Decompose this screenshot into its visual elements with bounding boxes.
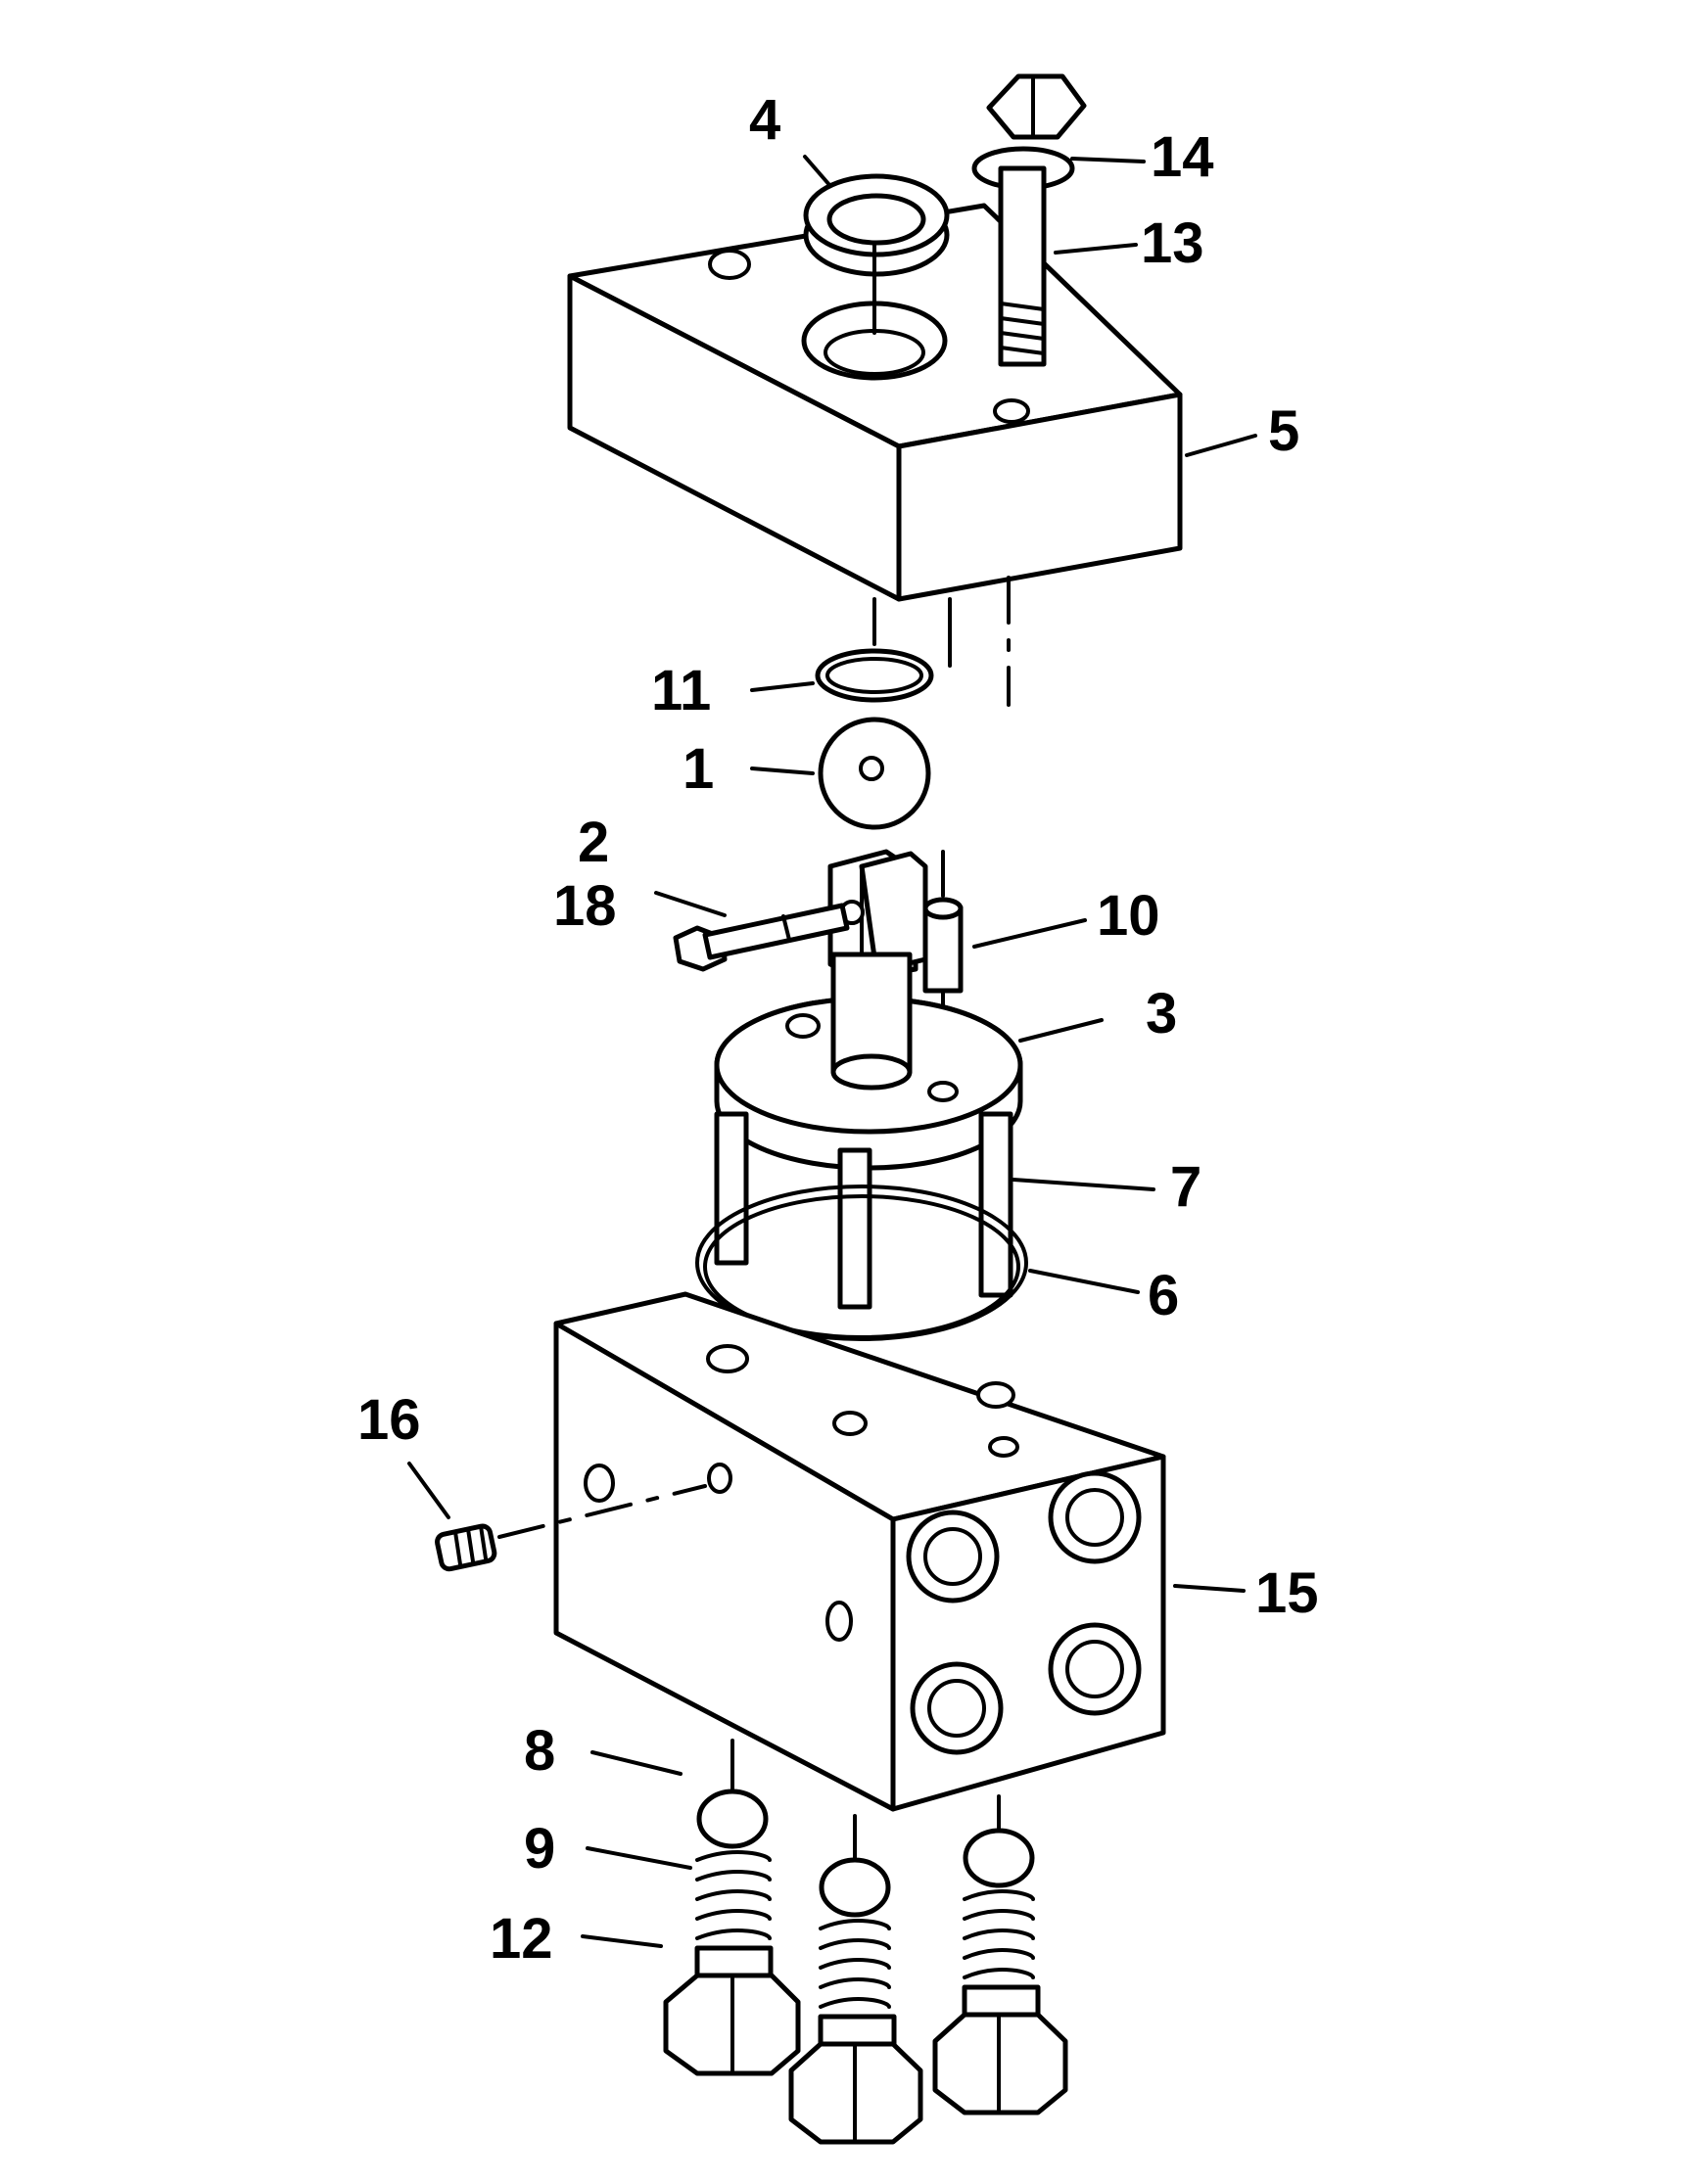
- callout-6: 6: [1148, 1264, 1179, 1327]
- check-valve-right: [932, 1828, 1068, 2115]
- callout-13: 13: [1141, 211, 1204, 275]
- callout-2: 2: [578, 811, 609, 874]
- callout-14: 14: [1151, 125, 1214, 189]
- callout-7: 7: [1170, 1155, 1201, 1219]
- callout-18: 18: [553, 874, 617, 938]
- seal-ring-part-6: [695, 1185, 1028, 1341]
- callout-9: 9: [524, 1817, 555, 1881]
- guide-rods-part-7: [714, 1111, 1013, 1310]
- leader-lines: [407, 155, 1257, 1948]
- bolt-part-13: [971, 73, 1087, 367]
- set-screw-part-16: [435, 1484, 707, 1572]
- o-ring-part-11: [815, 648, 934, 703]
- seal-ring-part-4: [803, 173, 950, 335]
- callout-3: 3: [1146, 982, 1177, 1046]
- check-valve-left: [663, 1789, 801, 2076]
- callout-16: 16: [357, 1388, 421, 1452]
- valve-body-part-15: [553, 1291, 1166, 1812]
- callout-labels: 4 14 13 5 11 1 2 18 10 3 7 6 16 15 8 9 1…: [357, 88, 1319, 1971]
- callout-12: 12: [490, 1907, 553, 1971]
- callout-10: 10: [1097, 884, 1160, 948]
- check-valve-center: [788, 1857, 923, 2145]
- callout-15: 15: [1255, 1561, 1319, 1625]
- disc-part-1: [818, 717, 931, 830]
- callout-8: 8: [524, 1719, 555, 1783]
- callout-1: 1: [683, 737, 714, 801]
- callout-4: 4: [749, 88, 780, 152]
- callout-5: 5: [1268, 399, 1299, 463]
- pin-part-18: [673, 903, 850, 972]
- piston-plate-part-3: [714, 952, 1023, 1171]
- callout-11: 11: [651, 659, 711, 722]
